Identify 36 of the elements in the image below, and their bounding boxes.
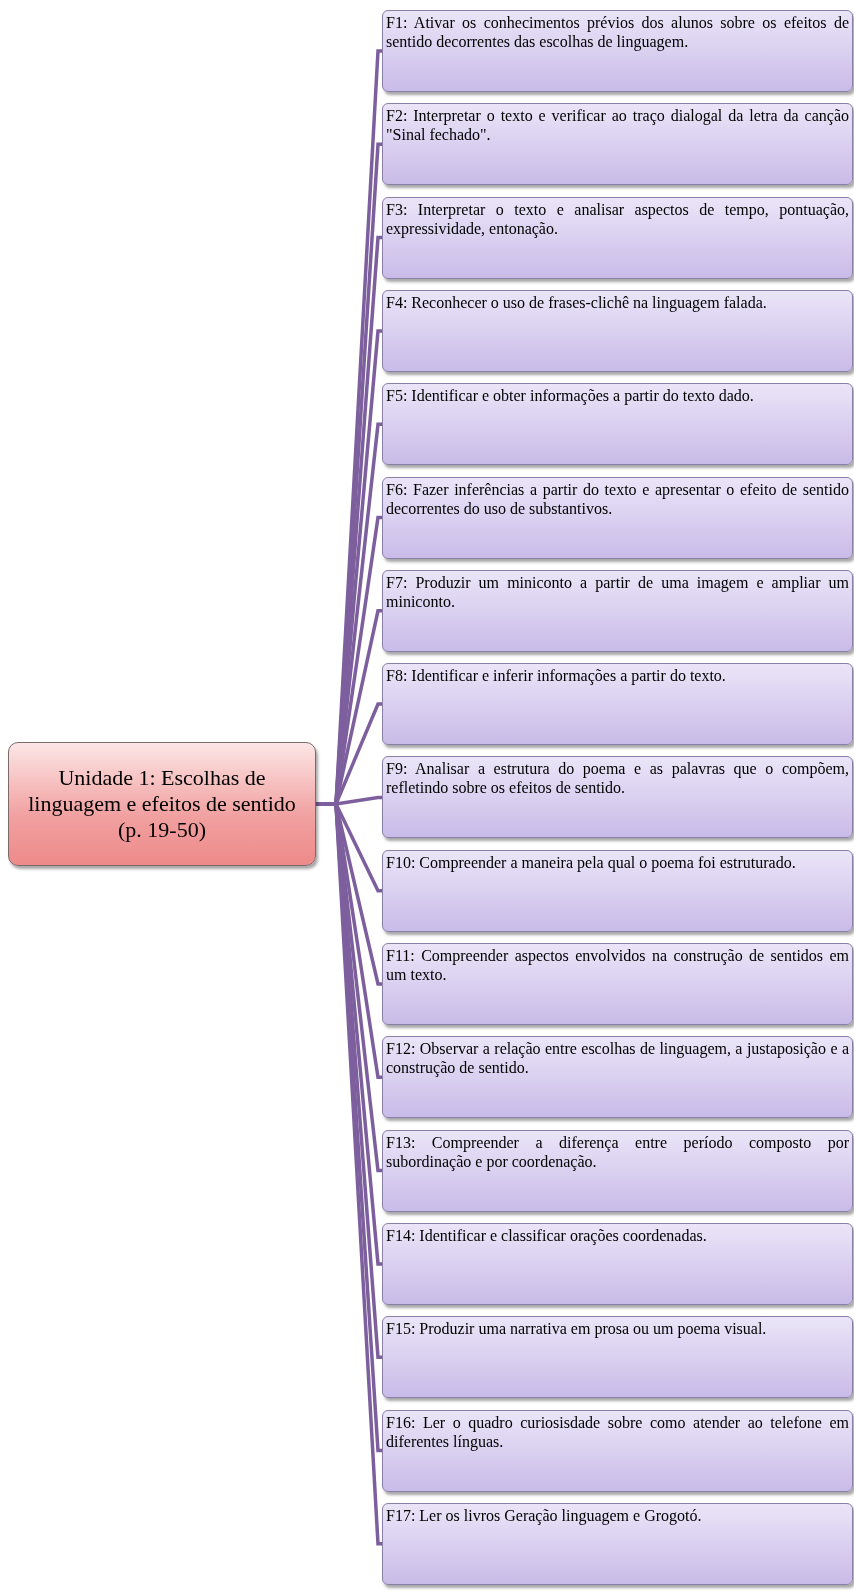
objective-box	[382, 383, 853, 466]
objective-box	[382, 756, 853, 839]
objective-text: F6: Fazer inferências a partir do texto e apresentar o efeito de sentido decorrentes do uso de substantivos.	[386, 480, 849, 517]
objective-text: F1: Ativar os conhecimentos prévios dos alunos sobre os efeitos de sentido decorrentes das escolhas de linguagem.	[386, 14, 849, 50]
objective-box	[382, 476, 853, 559]
objective-text: F4: Reconhecer o uso de frases-clichê na linguagem falada.	[386, 293, 767, 311]
objective-box	[382, 849, 853, 932]
objective-text: F13: Compreender a diferença entre período composto por subordinação e por coordenação.	[386, 1133, 849, 1170]
objective-box	[382, 1129, 853, 1212]
objective-text: F10: Compreender a maneira pela qual o poema foi estruturado.	[386, 853, 796, 871]
objective-box	[382, 289, 853, 372]
objective-box	[382, 1036, 853, 1119]
objective-text: F14: Identificar e classificar orações coordenadas.	[386, 1226, 707, 1244]
objective-box	[382, 943, 853, 1025]
topic-title: Unidade 1: Escolhas de linguagem e efeitos de sentido (p. 19-50)	[27, 765, 297, 843]
objective-text: F9: Analisar a estrutura do poema e as palavras que o compõem, refletindo sobre os efeitos de sentido.	[386, 760, 849, 797]
objective-box	[382, 1502, 853, 1585]
objective-box	[382, 103, 853, 186]
topic-box	[8, 742, 316, 866]
objective-text: F17: Ler os livros Geração linguagem e Grogotó.	[386, 1506, 702, 1524]
objective-text: F7: Produzir um miniconto a partir de uma imagem e ampliar um miniconto.	[386, 573, 849, 610]
objective-text: F8: Identificar e inferir informações a partir do texto.	[386, 667, 726, 685]
objective-text: F3: Interpretar o texto e analisar aspectos de tempo, pontuação, expressividade, entonação.	[386, 200, 849, 237]
objective-box	[382, 1316, 853, 1399]
objective-text: F11: Compreender aspectos envolvidos na construção de sentidos em um texto.	[386, 947, 849, 983]
objective-text: F15: Produzir uma narrativa em prosa ou um poema visual.	[386, 1320, 767, 1338]
objective-box	[382, 663, 853, 746]
objective-box	[382, 569, 853, 652]
objective-box	[382, 1222, 853, 1305]
objective-box	[382, 10, 853, 92]
objective-box	[382, 1409, 853, 1492]
objective-text: F16: Ler o quadro curiosisdade sobre como atender ao telefone em diferentes línguas.	[386, 1413, 849, 1450]
objective-box	[382, 196, 853, 279]
objective-text: F5: Identificar e obter informações a partir do texto dado.	[386, 387, 754, 405]
objective-text: F2: Interpretar o texto e verificar ao traço dialogal da letra da canção "Sinal fechado".	[386, 107, 849, 144]
objective-text: F12: Observar a relação entre escolhas de linguagem, a justaposição e a construção de sentido.	[386, 1040, 849, 1077]
